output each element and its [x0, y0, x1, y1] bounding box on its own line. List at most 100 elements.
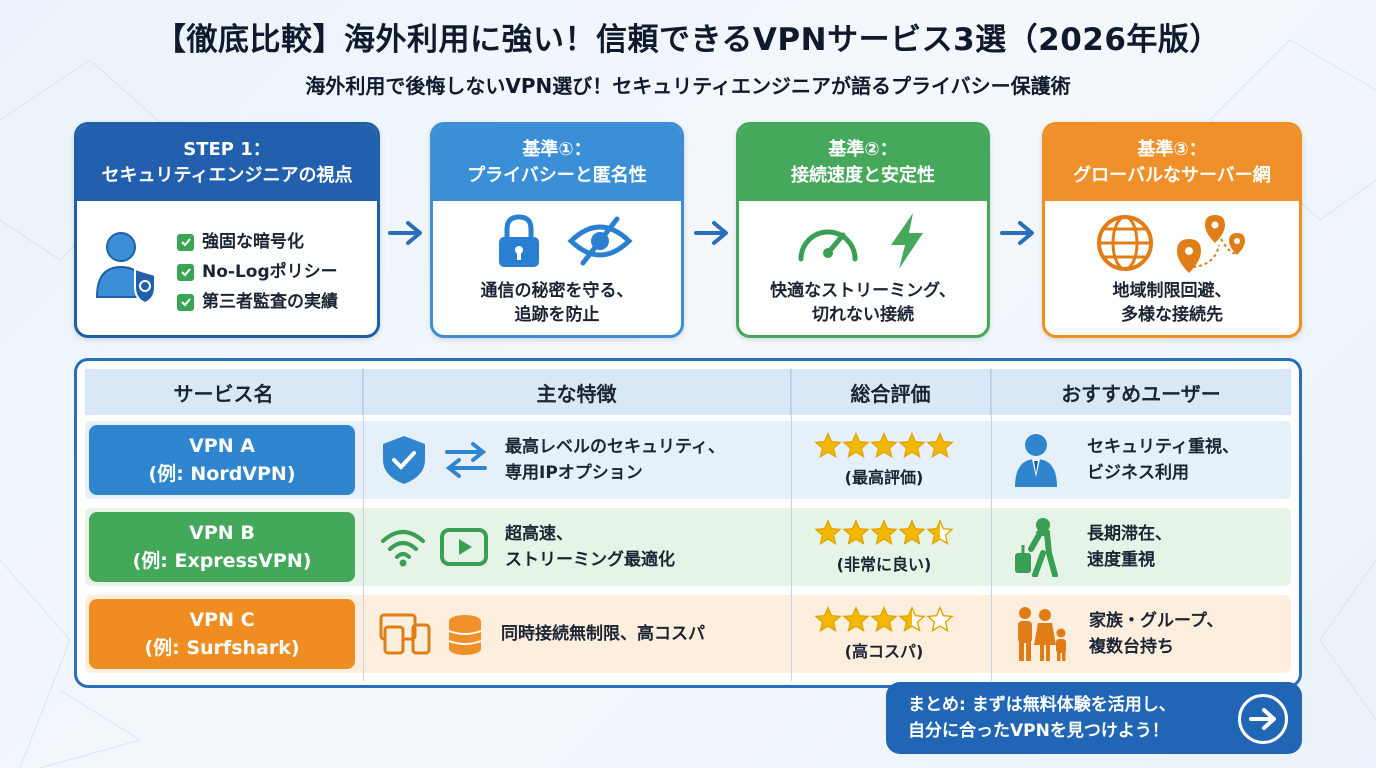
feature-cell: 同時接続無制限、高コスパ: [355, 595, 785, 673]
service-example: (例: NordVPN): [148, 463, 296, 485]
check-item: 強固な暗号化: [177, 227, 338, 257]
step-card-description: 快適なストリーミング、 切れない接続: [739, 279, 987, 327]
devices-icon: [379, 613, 431, 655]
user-line: 長期滞在、: [1087, 524, 1172, 544]
header-service-name: サービス名: [85, 369, 363, 415]
check-label: 第三者監査の実績: [202, 292, 338, 312]
page-subtitle: 海外利用で後悔しないVPN選び！セキュリティエンジニアが語るプライバシー保護術: [305, 74, 1071, 98]
star-icon: [814, 432, 842, 458]
step-card-privacy: 基準①： プライバシーと匿名性 通信の秘密を守る、 追跡を防止: [430, 122, 684, 338]
checkmark-icon: [177, 293, 194, 311]
feature-line: 最高レベルのセキュリティ、: [505, 437, 725, 457]
lightning-icon: [891, 213, 923, 269]
rating-cell: (非常に良い): [785, 519, 983, 575]
step-card-global: 基準③： グローバルなサーバー網 地域制限回避、 多様な接続先: [1042, 122, 1302, 338]
wifi-icon: [381, 530, 425, 567]
user-line: ビジネス利用: [1087, 463, 1189, 483]
feature-cell: 超高速、 ストリーミング最適化: [355, 508, 785, 586]
star-icon: [870, 606, 898, 632]
rating-cell: (最高評価): [785, 432, 983, 488]
step-card-description: 地域制限回避、 多様な接続先: [1045, 279, 1299, 327]
check-item: 第三者監査の実績: [177, 287, 338, 317]
star-icon: [870, 432, 898, 458]
column-divider: [791, 369, 792, 681]
user-cell: 長期滞在、 速度重視: [983, 517, 1291, 577]
page-title: 【徹底比較】海外利用に強い！信頼できるVPNサービス3選（2026年版）: [155, 22, 1221, 58]
comparison-table: サービス名 主な特徴 総合評価 おすすめユーザー VPN A (例: NordV…: [74, 358, 1302, 688]
service-name-pill: VPN C (例: Surfshark): [89, 599, 355, 669]
table-row: VPN A (例: NordVPN) 最高レベルのセキュリティ、 専用IPオプシ…: [85, 421, 1291, 499]
star-icon: [814, 519, 842, 545]
description-line: 通信の秘密を守る、: [480, 281, 634, 301]
step-card-line1: 基準①：: [522, 139, 592, 160]
step-card-speed: 基準②： 接続速度と安定性 快適なストリーミング、 切れない接続: [736, 122, 990, 338]
user-cell: 家族・グループ、 複数台持ち: [983, 605, 1291, 663]
star-icon: [842, 519, 870, 545]
star-rating: [785, 432, 983, 460]
service-name: VPN B: [189, 522, 255, 544]
step-card-header: 基準②： 接続速度と安定性: [739, 125, 987, 201]
rating-cell: (高コスパ): [785, 606, 983, 662]
step-card-description: 通信の秘密を守る、 追跡を防止: [433, 279, 681, 327]
summary-line: まとめ: まずは無料体験を活用し、: [908, 695, 1176, 715]
description-line: 快適なストリーミング、: [770, 281, 956, 301]
shield-check-icon: [383, 436, 425, 484]
service-name: VPN C: [189, 609, 255, 631]
feature-line: 専用IPオプション: [505, 463, 643, 483]
rating-label: (最高評価): [844, 468, 924, 487]
rating-label: (非常に良い): [836, 555, 932, 574]
description-line: 切れない接続: [812, 305, 914, 325]
feature-line: ストリーミング最適化: [505, 550, 675, 570]
user-line: 複数台持ち: [1089, 637, 1174, 657]
arrow-right-icon: [388, 221, 422, 245]
step-card-line2: グローバルなサーバー網: [1073, 165, 1271, 186]
family-icon: [1018, 607, 1066, 661]
user-cell: セキュリティ重視、 ビジネス利用: [983, 431, 1291, 489]
service-name-pill: VPN A (例: NordVPN): [89, 425, 355, 495]
feature-line: 超高速、: [505, 524, 573, 544]
feature-cell: 最高レベルのセキュリティ、 専用IPオプション: [355, 421, 785, 499]
lock-icon: [499, 214, 539, 267]
service-name: VPN A: [189, 435, 255, 457]
service-name-pill: VPN B (例: ExpressVPN): [89, 512, 355, 582]
swap-arrows-icon: [445, 442, 487, 478]
step-card-header: 基準③： グローバルなサーバー網: [1045, 125, 1299, 201]
star-rating: [785, 519, 983, 547]
next-arrow-button[interactable]: [1238, 694, 1288, 744]
star-icon: [898, 519, 926, 545]
step-card-security: STEP 1： セキュリティエンジニアの視点 強固な暗号化 No-Logポリシー…: [74, 122, 380, 338]
star-icon: [842, 432, 870, 458]
user-line: セキュリティ重視、: [1087, 437, 1239, 457]
star-rating: [785, 606, 983, 634]
checkmark-icon: [177, 233, 194, 251]
header-recommended-users: おすすめユーザー: [1061, 381, 1221, 406]
check-label: No-Logポリシー: [202, 262, 338, 282]
step-card-header: STEP 1： セキュリティエンジニアの視点: [77, 125, 377, 201]
description-line: 地域制限回避、: [1112, 281, 1232, 301]
eye-slash-icon: [567, 216, 633, 266]
step-card-line2: セキュリティエンジニアの視点: [101, 165, 353, 186]
step-card-header: 基準①： プライバシーと匿名性: [433, 125, 681, 201]
user-shield-icon: [95, 232, 156, 303]
arrow-right-icon: [1249, 708, 1276, 730]
coins-icon: [448, 615, 482, 655]
star-icon: [814, 606, 842, 632]
user-line: 家族・グループ、: [1089, 611, 1224, 631]
service-example: (例: ExpressVPN): [132, 550, 312, 572]
step-card-line2: プライバシーと匿名性: [467, 165, 647, 186]
arrow-right-icon: [694, 221, 728, 245]
businessman-icon: [1015, 434, 1057, 487]
check-item: No-Logポリシー: [177, 257, 338, 287]
summary-callout[interactable]: まとめ: まずは無料体験を活用し、 自分に合ったVPNを見つけよう！: [886, 682, 1302, 754]
table-row: VPN C (例: Surfshark) 同時接続無制限、高コスパ (高コスパ): [85, 595, 1291, 673]
step-card-line1: 基準②：: [828, 139, 898, 160]
star-icon: [926, 606, 954, 632]
star-icon: [870, 519, 898, 545]
star-icon: [898, 432, 926, 458]
play-icon: [440, 528, 488, 566]
feature-line: 同時接続無制限、高コスパ: [501, 624, 705, 644]
check-label: 強固な暗号化: [202, 232, 304, 252]
speedometer-icon: [798, 229, 858, 262]
star-icon: [842, 606, 870, 632]
table-row: VPN B (例: ExpressVPN) 超高速、 ストリーミング最適化 (非…: [85, 508, 1291, 586]
